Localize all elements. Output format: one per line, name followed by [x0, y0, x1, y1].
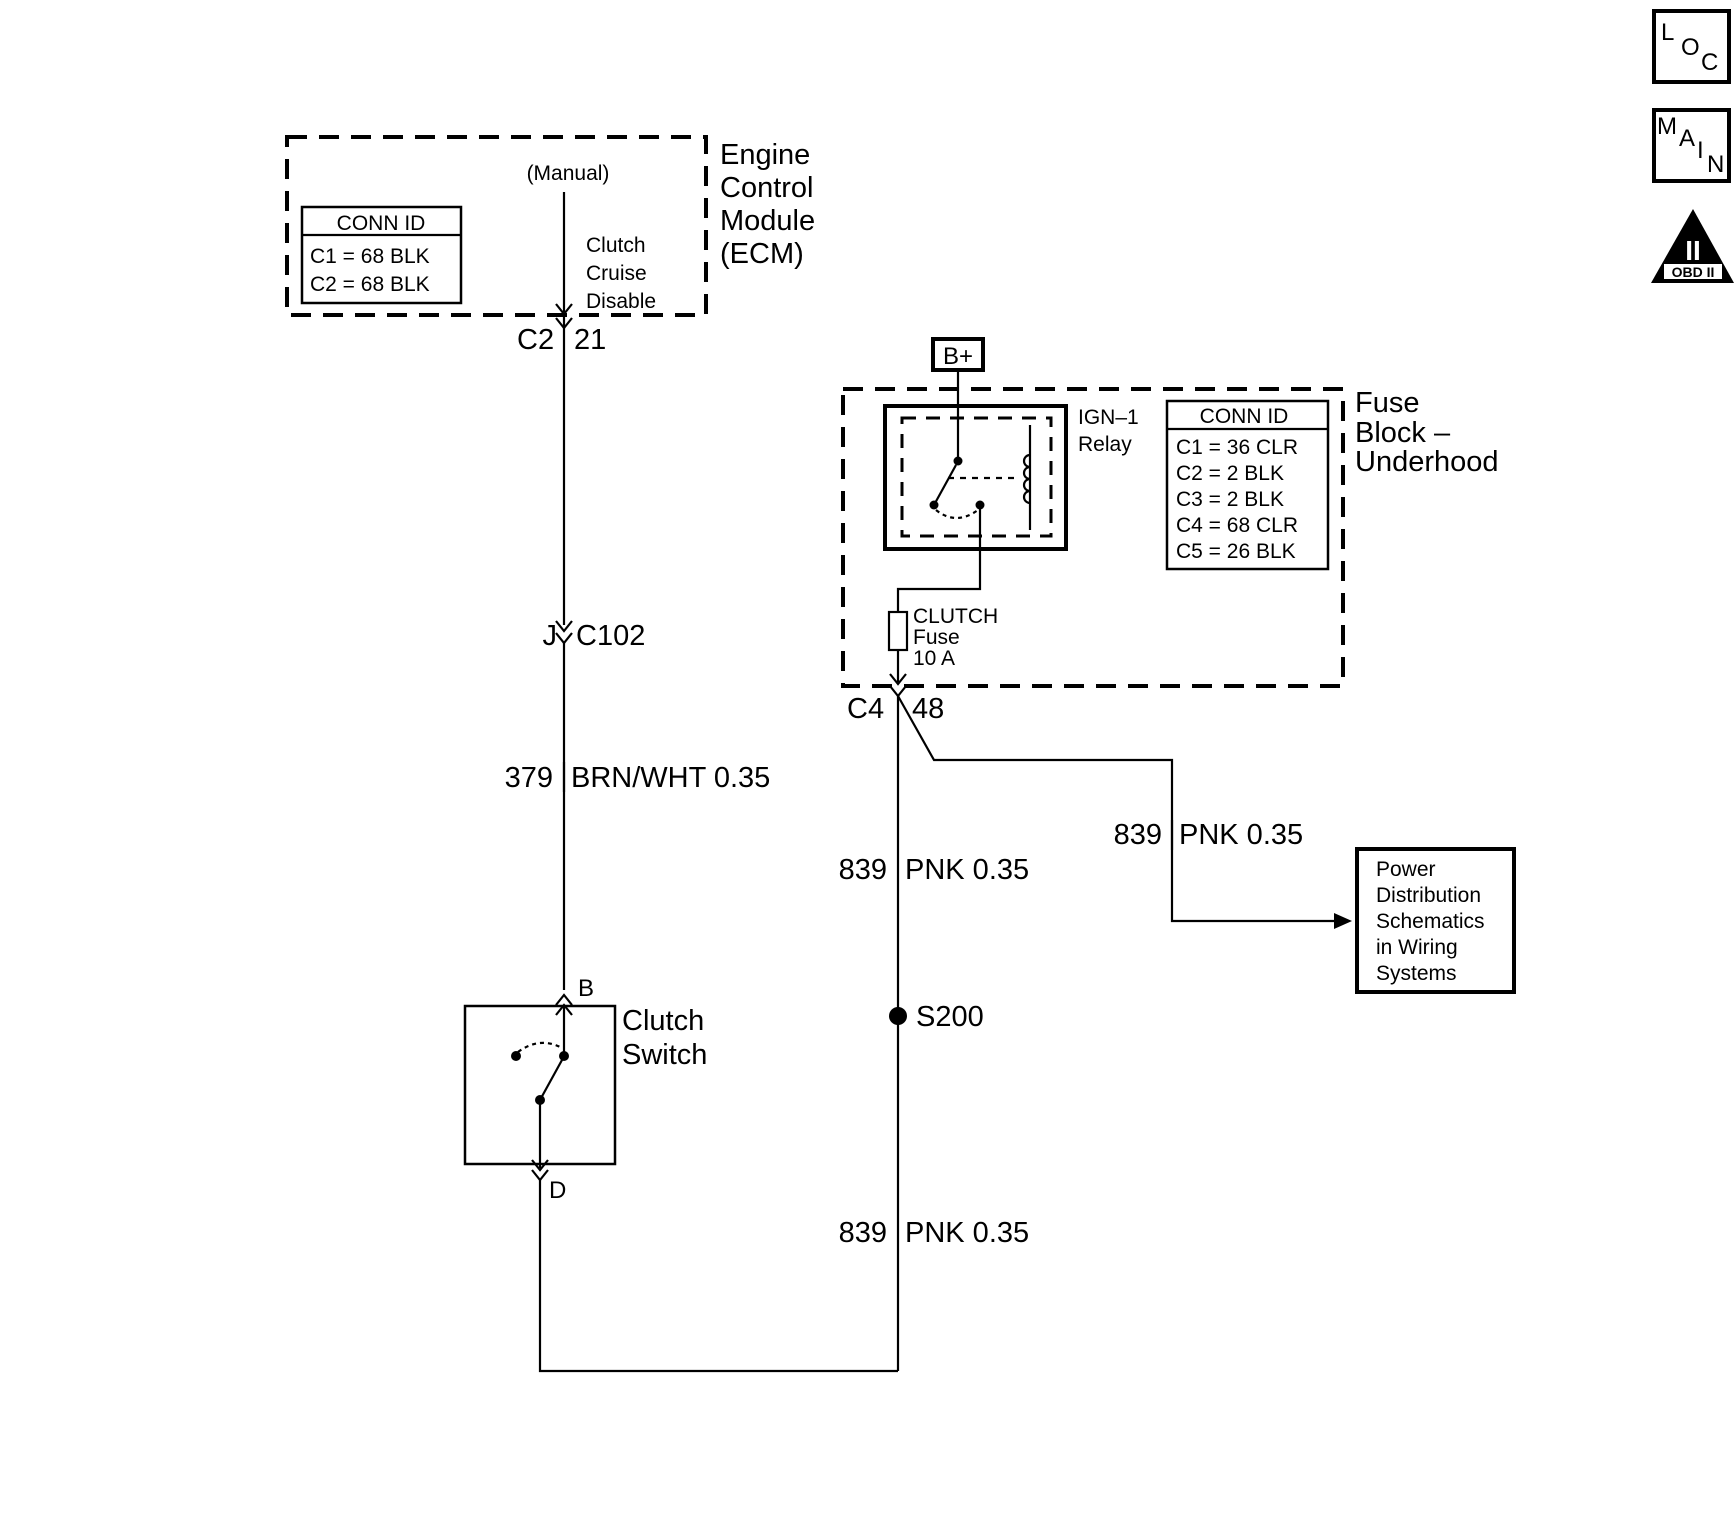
ign-1-relay-box: [883, 404, 1068, 551]
power-distribution-link[interactable]: Power Distribution Schematics in Wiring …: [1355, 847, 1516, 994]
loc-letter-c: C: [1701, 49, 1718, 76]
loc-nav-button[interactable]: L O C: [1652, 9, 1731, 84]
ecm-signal-line-1: Clutch: [586, 234, 646, 257]
battery-positive-label: B+: [943, 343, 973, 370]
clutch-switch-title-line-1: Clutch: [622, 1005, 704, 1037]
ecm-conn-id-header: CONN ID: [337, 212, 426, 235]
fuse-block-title-line-3: Underhood: [1355, 446, 1499, 478]
ecm-conn-id-row: C1 = 68 BLK: [310, 245, 430, 268]
clutch-switch-pin-d: D: [549, 1177, 566, 1204]
clutch-switch-pin-d-chevron-icon: [531, 1159, 549, 1172]
obd-ii-nav-button[interactable]: II OBD II: [1651, 209, 1734, 283]
fuse-conn-id-row: C3 = 2 BLK: [1176, 488, 1284, 511]
obd-label: OBD II: [1672, 264, 1715, 280]
ecm-outline: [285, 135, 708, 317]
main-letter-n: N: [1707, 151, 1724, 178]
clutch-switch-pin-b-chevron-icon: [555, 993, 573, 1006]
wire-839: [538, 695, 1352, 1373]
fuse-label-line-3: 10 A: [913, 647, 955, 670]
power-distribution-line-1: Power: [1376, 858, 1436, 881]
splice-s200-dot: [889, 1007, 907, 1025]
ecm-conn-id-table: CONN ID C1 = 68 BLK C2 = 68 BLK: [300, 205, 463, 305]
relay-label-line-2: Relay: [1078, 433, 1132, 456]
relay-label-line-1: IGN–1: [1078, 406, 1139, 429]
fuse-conn-id-row: C4 = 68 CLR: [1176, 514, 1298, 537]
fuse-block-title-line-2: Block –: [1355, 417, 1451, 449]
power-distribution-line-4: in Wiring: [1376, 936, 1458, 959]
main-nav-button[interactable]: M A I N: [1652, 108, 1731, 183]
inline-connector-j: J: [543, 620, 558, 652]
ign-1-relay-inner: [900, 416, 1053, 538]
fuse-conn-id-row: C1 = 36 CLR: [1176, 436, 1298, 459]
main-letter-a: A: [1679, 125, 1695, 152]
inline-connector-c102: C102: [576, 620, 645, 652]
ecm-title-line-1: Engine: [720, 139, 810, 171]
wire-839-upper-label: PNK 0.35: [905, 854, 1029, 886]
ecm-pin-connector: C2: [517, 324, 554, 356]
fuse-block-underhood: Fuse Block – Underhood B+ IGN–1 Relay CL…: [841, 337, 1499, 688]
wire-839-branch-label: PNK 0.35: [1179, 819, 1303, 851]
ecm-conn-id-row: C2 = 68 BLK: [310, 273, 430, 296]
wire-839-upper-circuit: 839: [839, 854, 887, 886]
power-distribution-line-5: Systems: [1376, 962, 1457, 985]
main-letter-m: M: [1657, 113, 1677, 140]
fuse-block-title-line-1: Fuse: [1355, 387, 1419, 419]
obd-roman: II: [1685, 235, 1701, 266]
power-distribution-arrow-icon: [1334, 913, 1352, 929]
wire-379-label: BRN/WHT 0.35: [571, 762, 770, 794]
ecm-title-line-4: (ECM): [720, 238, 804, 270]
fuse-block-outline: [841, 387, 1345, 688]
fuse-block-conn-id-table: CONN ID C1 = 36 CLR C2 = 2 BLK C3 = 2 BL…: [1165, 399, 1330, 571]
ecm-module: Engine Control Module (ECM) (Manual) Clu…: [285, 135, 815, 356]
battery-positive-box: [931, 337, 985, 372]
ecm-signal-line-2: Cruise: [586, 262, 647, 285]
ecm-title-line-2: Control: [720, 172, 814, 204]
clutch-switch: B D Clutch Switch: [463, 975, 707, 1204]
fuse-conn-id-row: C2 = 2 BLK: [1176, 462, 1284, 485]
wire-379: [555, 314, 573, 990]
wire-839-lower-label: PNK 0.35: [905, 1217, 1029, 1249]
wire-379-circuit: 379: [505, 762, 553, 794]
clutch-switch-title-line-2: Switch: [622, 1039, 707, 1071]
ecm-title-line-3: Module: [720, 205, 815, 237]
wire-839-branch-circuit: 839: [1114, 819, 1162, 851]
ecm-signal-line-3: Disable: [586, 290, 656, 313]
fuse-block-pin-number: 48: [912, 693, 944, 725]
wire-839-lower-circuit: 839: [839, 1217, 887, 1249]
splice-s200-label: S200: [916, 1001, 984, 1033]
power-distribution-line-2: Distribution: [1376, 884, 1481, 907]
loc-letter-l: L: [1661, 19, 1674, 46]
main-letter-i: I: [1697, 137, 1704, 164]
fuse-block-pin-connector: C4: [847, 693, 884, 725]
clutch-fuse-icon: [887, 610, 909, 652]
fuse-conn-id-header: CONN ID: [1200, 405, 1289, 428]
power-distribution-line-3: Schematics: [1376, 910, 1485, 933]
loc-letter-o: O: [1681, 34, 1700, 61]
clutch-switch-pin-b: B: [578, 975, 594, 1002]
ecm-pin-number: 21: [574, 324, 606, 356]
fuse-label-line-1: CLUTCH: [913, 605, 998, 628]
fuse-label-line-2: Fuse: [913, 626, 960, 649]
ecm-manual-label: (Manual): [527, 162, 610, 185]
fuse-conn-id-row: C5 = 26 BLK: [1176, 540, 1296, 563]
relay-coil-icon: [1022, 453, 1031, 505]
fuse-block-connector-chevron-icon: [889, 685, 907, 698]
